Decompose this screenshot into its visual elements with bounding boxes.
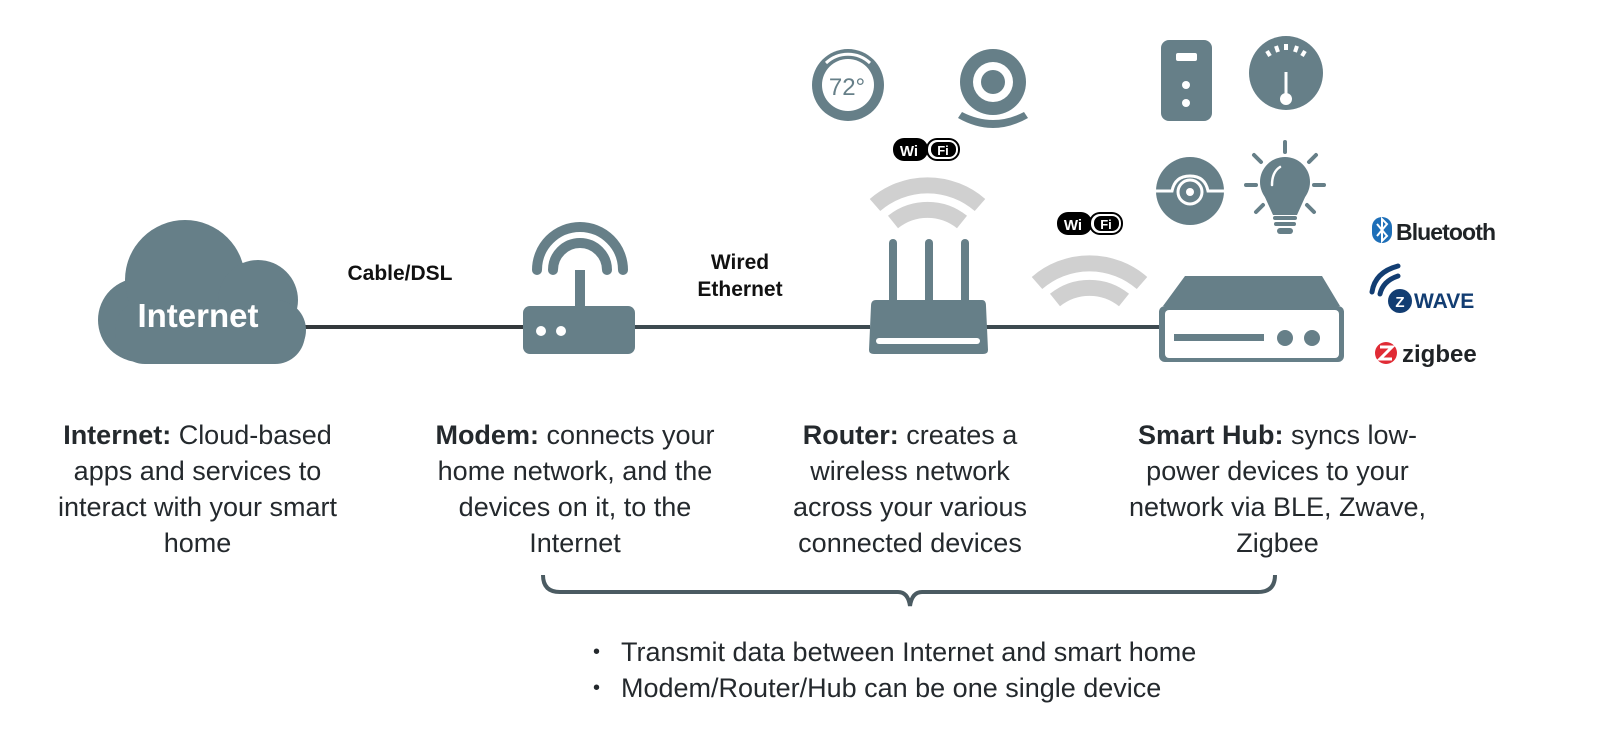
note-item: Transmit data between Internet and smart… — [593, 634, 1196, 670]
gauge-sensor-icon — [1249, 36, 1323, 110]
hub-wifi-waves-icon — [1031, 255, 1148, 307]
thermostat-reading: 72° — [829, 74, 865, 101]
router-description: Router: creates a wireless network acros… — [770, 417, 1050, 561]
hub-desc-text: syncs low-power devices to your network … — [1128, 420, 1427, 558]
modem-description: Modem: connects your home network, and t… — [430, 417, 720, 561]
internet-cloud-label: Internet — [137, 297, 258, 334]
wifi-wi-text-2: Wi — [1064, 217, 1082, 234]
modem-desc-title: Modem: — [435, 420, 539, 450]
wifi-logo-router: Wi Fi — [893, 138, 960, 161]
modem-desc-text: connects your home network, and the devi… — [437, 420, 715, 558]
notes-list: Transmit data between Internet and smart… — [593, 634, 1196, 706]
light-bulb-icon — [1244, 140, 1326, 234]
smart-hub-icon — [1159, 276, 1344, 362]
bluetooth-logo — [1372, 216, 1392, 244]
wired-ethernet-label: Wired Ethernet — [670, 249, 810, 303]
internet-description: Internet: Cloud-based apps and services … — [40, 417, 355, 561]
wifi-wi-text: Wi — [900, 143, 918, 160]
router-desc-title: Router: — [802, 420, 899, 450]
wifi-fi-text: Fi — [937, 143, 949, 158]
cloud-icon — [98, 220, 306, 364]
internet-desc-text: Cloud-based apps and services to interac… — [57, 420, 338, 558]
router-icon — [869, 239, 988, 354]
router-wifi-waves-icon — [869, 177, 986, 229]
thermostat-icon — [812, 49, 884, 121]
hub-desc-title: Smart Hub: — [1137, 420, 1284, 450]
smoke-detector-icon — [1156, 157, 1224, 225]
wired-label-line2: Ethernet — [697, 278, 783, 301]
grouping-brace — [541, 574, 1277, 607]
wifi-fi-text-2: Fi — [1100, 217, 1112, 232]
smart-plug-icon — [1161, 40, 1212, 121]
modem-icon — [523, 222, 635, 354]
svg-text:Z: Z — [1395, 294, 1404, 311]
cable-dsl-label: Cable/DSL — [347, 262, 453, 285]
zwave-logo: Z — [1369, 263, 1412, 313]
zigbee-logo — [1375, 342, 1397, 364]
router-desc-text: creates a wireless network across your v… — [792, 420, 1028, 558]
webcam-icon — [958, 49, 1028, 128]
internet-desc-title: Internet: — [63, 420, 172, 450]
bluetooth-label: Bluetooth — [1396, 219, 1496, 245]
wired-label-line1: Wired — [710, 251, 770, 274]
smart-hub-description: Smart Hub: syncs low-power devices to yo… — [1125, 417, 1430, 561]
wifi-logo-hub: Wi Fi — [1057, 212, 1123, 235]
note-item: Modem/Router/Hub can be one single devic… — [593, 670, 1196, 706]
zwave-label: WAVE — [1414, 290, 1474, 313]
zigbee-label: zigbee — [1402, 341, 1477, 368]
